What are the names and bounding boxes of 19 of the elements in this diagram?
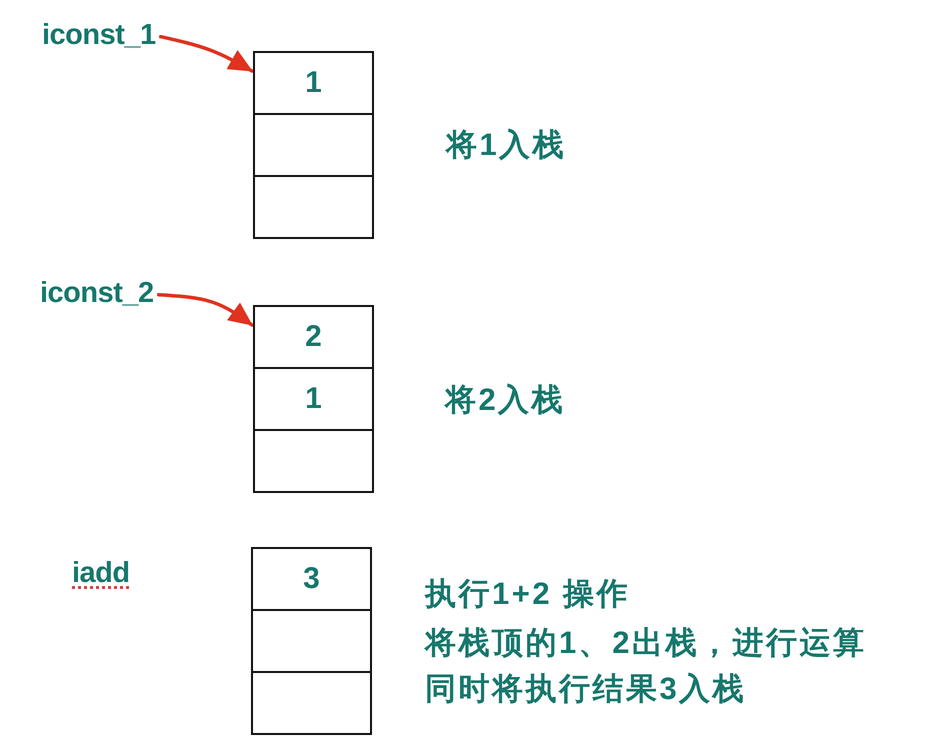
step-description: 将2入栈 [445, 381, 566, 419]
stack-cell [253, 429, 374, 493]
stack-cell: 3 [251, 547, 372, 611]
arrow [156, 292, 254, 327]
stack-cell [251, 671, 372, 735]
instruction-label: iconst_1 [42, 18, 156, 52]
stack-cell: 2 [253, 305, 374, 369]
stack-cell: 1 [253, 51, 374, 115]
stack-cell: 1 [253, 367, 374, 431]
step-description: 将栈顶的1、2出栈，进行运算 [425, 624, 866, 662]
stack-cell [253, 113, 374, 177]
arrow [158, 34, 254, 73]
step-description: 执行1+2 操作 [425, 575, 630, 613]
instruction-label: iconst_2 [40, 276, 154, 310]
step-description: 将1入栈 [446, 126, 566, 164]
step-description: 同时将执行结果3入栈 [425, 670, 746, 708]
stack-cell [253, 175, 374, 239]
stack-cell [251, 609, 372, 673]
instruction-label: iadd [72, 556, 130, 590]
